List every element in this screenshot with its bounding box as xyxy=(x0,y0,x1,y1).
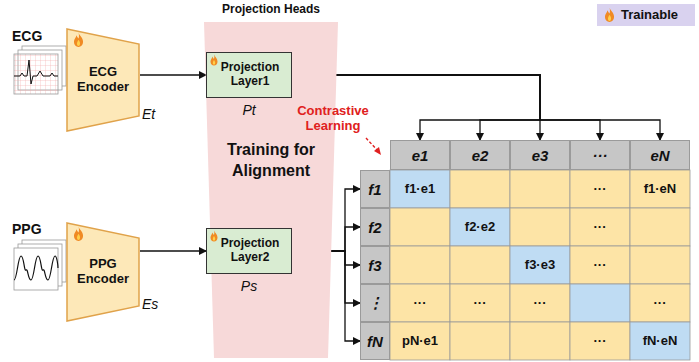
table-cell: ··· xyxy=(570,170,630,208)
table-cell: ··· xyxy=(570,208,630,246)
matrix-cell xyxy=(630,284,690,322)
trainable-flame xyxy=(72,226,85,242)
matrix-cell xyxy=(390,322,450,360)
matrix-cell xyxy=(570,170,630,208)
ecg-waveform xyxy=(14,46,66,94)
matrix-cell xyxy=(450,284,510,322)
matrix-cell xyxy=(570,246,630,284)
connector-arrow xyxy=(140,250,206,251)
header-label: ··· xyxy=(571,141,629,169)
header-label: eN xyxy=(631,141,689,169)
encoder-block: PPG EncoderEs xyxy=(66,222,140,322)
matrix-header-cell: f1 xyxy=(360,170,390,208)
matrix-header-cell: ⋮ xyxy=(360,284,390,322)
matrix-header-cell: f2 xyxy=(360,208,390,246)
header-label: f3 xyxy=(361,247,389,283)
projection-symbol: Pt xyxy=(207,102,291,118)
trainable-flame xyxy=(603,7,616,23)
matrix-cell xyxy=(510,322,570,360)
table-cell: ··· xyxy=(390,284,450,322)
legend-box: Trainable xyxy=(597,4,695,26)
matrix-cell xyxy=(390,284,450,322)
connector-arrow xyxy=(140,74,206,75)
matrix-cell xyxy=(390,170,450,208)
matrix-cell xyxy=(570,208,630,246)
header-label: fN xyxy=(361,323,389,359)
matrix-cell xyxy=(630,246,690,284)
projection-box: Projection Layer2Ps xyxy=(206,228,292,274)
encoder-label: ECG Encoder xyxy=(66,28,140,132)
projection-band: Projection HeadsTraining for AlignmentPr… xyxy=(200,2,342,358)
trainable-flame xyxy=(72,32,85,48)
matrix-header-cell: e1 xyxy=(390,140,450,170)
matrix-header-cell: e2 xyxy=(450,140,510,170)
connector-arrow xyxy=(292,75,600,140)
encoder-symbol: Et xyxy=(142,106,155,122)
matrix-cell xyxy=(570,284,630,322)
header-label: f1 xyxy=(361,171,389,207)
matrix-cell xyxy=(450,322,510,360)
connector-arrow xyxy=(292,75,660,140)
header-label: f2 xyxy=(361,209,389,245)
matrix-header-cell: fN xyxy=(360,322,390,360)
table-cell: pN·e1 xyxy=(390,322,450,360)
table-cell: f2·e2 xyxy=(450,208,510,246)
matrix-cell xyxy=(450,170,510,208)
projection-symbol: Ps xyxy=(207,278,291,294)
matrix-cell xyxy=(630,170,690,208)
table-cell: ··· xyxy=(510,284,570,322)
projection-label: Projection Layer1 xyxy=(207,53,291,97)
matrix-cell xyxy=(510,170,570,208)
band-heading: Projection Heads xyxy=(200,2,342,16)
matrix-cell xyxy=(510,284,570,322)
trainable-flame xyxy=(209,54,219,66)
encoder-block: ECG EncoderEt xyxy=(66,28,140,132)
table-cell: f1·eN xyxy=(630,170,690,208)
matrix-header-cell: eN xyxy=(630,140,690,170)
band-title: Training for Alignment xyxy=(210,140,332,182)
table-cell: f1·e1 xyxy=(390,170,450,208)
legend-text: Trainable xyxy=(621,7,678,22)
signal-name: ECG xyxy=(12,28,42,44)
matrix-cell xyxy=(630,208,690,246)
matrix-cell xyxy=(510,246,570,284)
header-label: e1 xyxy=(391,141,449,169)
projection-label: Projection Layer2 xyxy=(207,229,291,273)
callout-pointer-head xyxy=(374,147,381,155)
projection-box: Projection Layer1Pt xyxy=(206,52,292,98)
callout-note: Contrastive Learning xyxy=(292,104,374,134)
signal-name: PPG xyxy=(12,221,42,237)
callout-pointer xyxy=(366,138,378,151)
ppg-waveform xyxy=(14,240,66,290)
similarity-matrix xyxy=(390,170,690,360)
table-cell: fN·eN xyxy=(630,322,690,360)
encoder-label: PPG Encoder xyxy=(66,222,140,322)
matrix-header-cell: ··· xyxy=(570,140,630,170)
header-label: ⋮ xyxy=(361,285,389,321)
matrix-header-cell: e3 xyxy=(510,140,570,170)
matrix-cell xyxy=(570,322,630,360)
table-cell: f3·e3 xyxy=(510,246,570,284)
matrix-cell xyxy=(450,208,510,246)
matrix-cell xyxy=(510,208,570,246)
trainable-flame xyxy=(209,230,219,242)
header-label: e3 xyxy=(511,141,569,169)
table-cell: ··· xyxy=(570,246,630,284)
table-cell: ··· xyxy=(450,284,510,322)
matrix-cell xyxy=(450,246,510,284)
matrix-header-cell: f3 xyxy=(360,246,390,284)
table-cell: ··· xyxy=(570,322,630,360)
matrix-cell xyxy=(390,246,450,284)
table-cell: ··· xyxy=(630,284,690,322)
encoder-symbol: Es xyxy=(142,296,158,312)
matrix-cell xyxy=(390,208,450,246)
header-label: e2 xyxy=(451,141,509,169)
matrix-cell xyxy=(630,322,690,360)
